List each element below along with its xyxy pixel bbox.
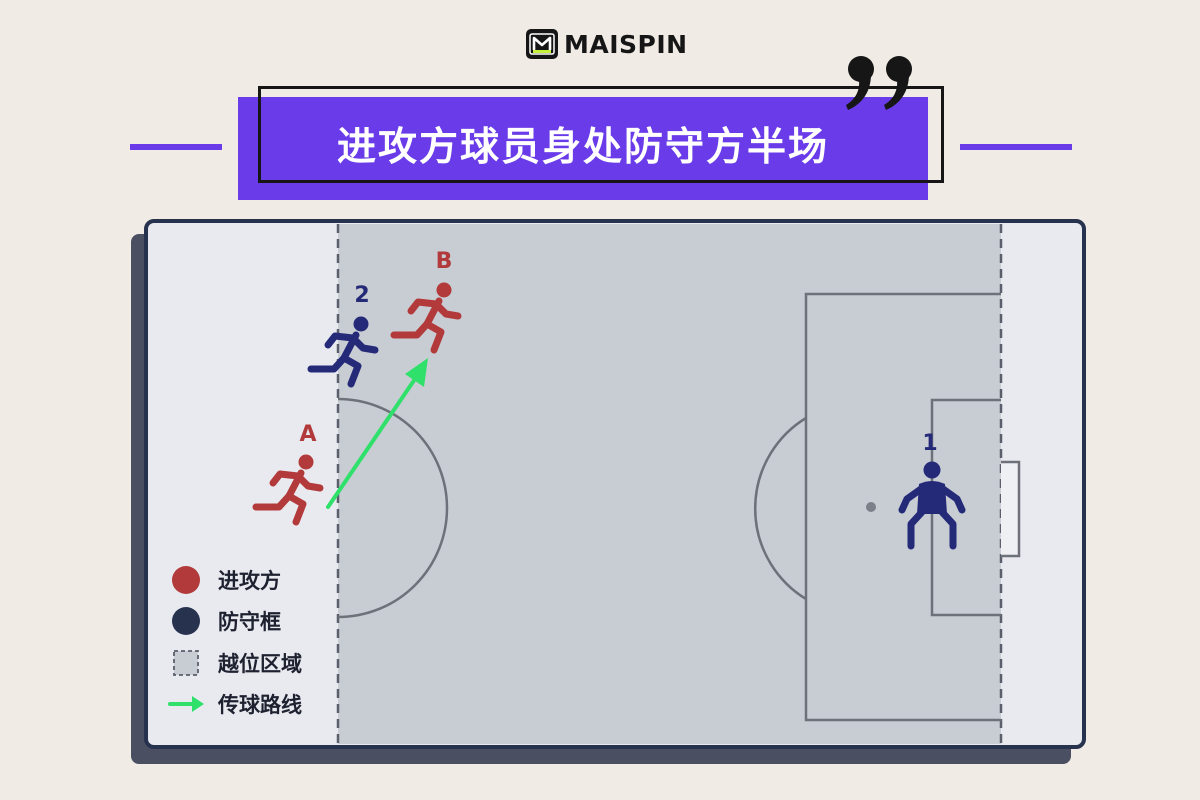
penalty-arc bbox=[753, 416, 807, 601]
attacker-a-label: A bbox=[299, 422, 316, 447]
center-circle-arc bbox=[337, 397, 449, 619]
goal-frame bbox=[1001, 460, 1021, 558]
pass-route-arrowhead bbox=[405, 358, 428, 387]
pass-route-line bbox=[326, 374, 419, 509]
legend-label-pass: 传球路线 bbox=[217, 693, 302, 717]
defender-2-icon bbox=[307, 316, 379, 388]
legend-swatch-attacker bbox=[172, 566, 200, 594]
logo-icon bbox=[526, 29, 558, 59]
quote-icon bbox=[846, 56, 912, 110]
attacker-a-icon bbox=[252, 454, 324, 526]
legend-label-attacker: 进攻方 bbox=[218, 569, 281, 593]
banner-frame bbox=[258, 86, 944, 183]
legend-label-defender: 防守框 bbox=[218, 610, 281, 634]
brand-logo: MAISPIN bbox=[526, 28, 688, 60]
headline-title: 进攻方球员身处防守方半场 bbox=[336, 124, 829, 170]
legend: 进攻方 防守框 越位区域 传球路线 bbox=[168, 566, 302, 717]
goalkeeper-1-label: 1 bbox=[922, 431, 937, 456]
legend-swatch-pass-arrow bbox=[168, 696, 204, 712]
banner-left-line bbox=[130, 144, 222, 150]
attacker-b-label: B bbox=[436, 249, 453, 274]
defender-2-label: 2 bbox=[354, 283, 369, 308]
banner-right-line bbox=[960, 144, 1072, 150]
legend-swatch-defender bbox=[172, 607, 200, 635]
penalty-box bbox=[804, 292, 1001, 722]
brand-name: MAISPIN bbox=[564, 29, 688, 59]
penalty-spot bbox=[866, 502, 876, 512]
legend-swatch-offside bbox=[173, 650, 199, 676]
legend-label-offside: 越位区域 bbox=[217, 652, 302, 676]
offside-zone bbox=[338, 224, 1001, 744]
goalkeeper-1-icon bbox=[898, 461, 966, 550]
attacker-b-icon bbox=[390, 282, 462, 354]
